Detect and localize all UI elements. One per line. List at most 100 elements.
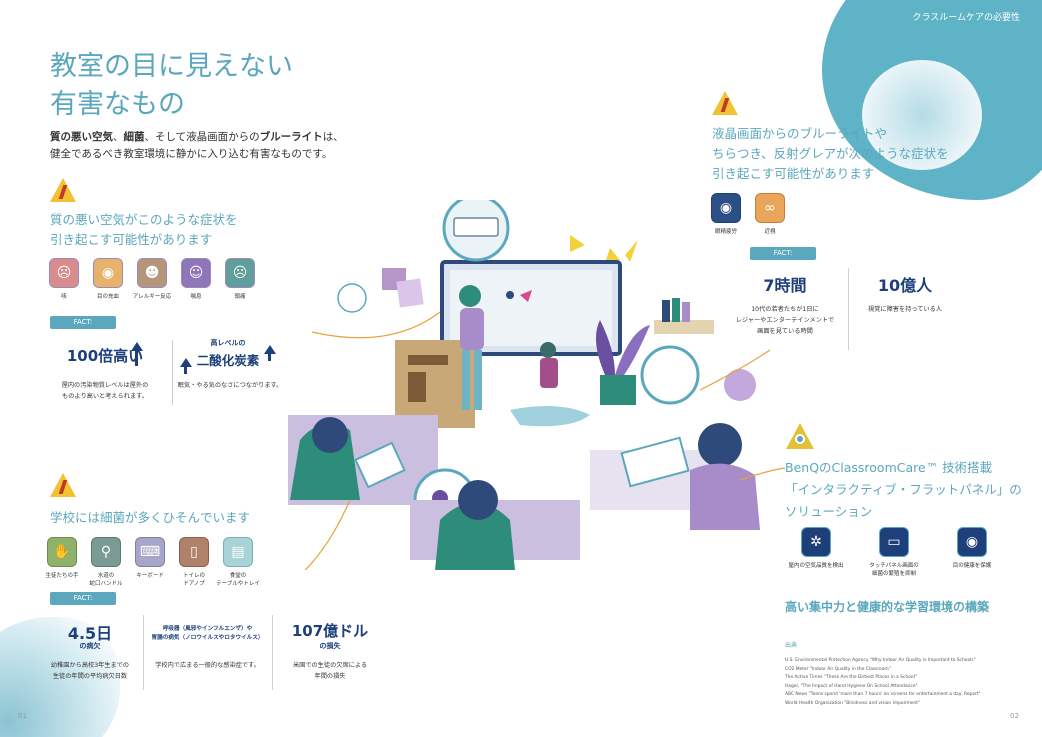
germ-location-faucet: ⚲ 水道の蛇口ハンドル: [84, 537, 128, 588]
symptom-label: 喘息: [190, 294, 202, 300]
source-item: CO2 Meter "Indoor Air Quality in the Cla…: [785, 666, 891, 672]
label-line: 生徒たちの手: [45, 573, 79, 579]
page-number-left: 01: [18, 712, 27, 720]
germs-stat-1-sub: の病欠: [79, 642, 101, 650]
air-stat-1-note: 屋内の汚染物質レベルは屋外の ものより高いと考えられます。: [45, 380, 165, 402]
air-symptom-row: ☹咳 ◉目の充血 ☻アレルギー反応 ☺喘息 ☹頭痛: [42, 258, 262, 301]
air-heading-line-2: 引き起こす可能性があります: [50, 232, 213, 247]
page-number-right: 02: [1010, 712, 1019, 720]
germs-stat-3-sub: の損失: [319, 642, 341, 650]
tray-icon: ▤: [223, 537, 253, 567]
intro-bold-air: 質の悪い空気: [50, 131, 113, 143]
intro-bold-bluelight: ブルーライト: [259, 131, 323, 143]
note-line: 10代の若者たちが1日に: [751, 306, 819, 313]
intro-text: 質の悪い空気、細菌、そして液晶画面からのブルーライトは、 健全であるべき教室環境…: [50, 129, 430, 163]
note-line: 屋内の汚染物質レベルは屋外の: [61, 382, 149, 389]
label-line: キーボード: [136, 573, 164, 579]
hand-icon: ✋: [47, 537, 77, 567]
label-line: 細菌の繁殖を抑制: [871, 571, 916, 577]
source-item: U.S. Environmental Protection Agency "Wh…: [785, 658, 976, 663]
note-line: 画面を見ている時間: [757, 328, 813, 335]
blue-heading-line: 液晶画面からのブルーライトや: [712, 126, 888, 141]
sources-list: U.S. Environmental Protection Agency "Wh…: [785, 657, 1015, 709]
germ-location-label: 食堂のテーブルやトレイ: [216, 572, 260, 588]
solution-line: 「インタラクティブ・フラットパネル」の: [785, 482, 1022, 497]
intro-sep-2: 、そして液晶画面からの: [144, 131, 260, 143]
germs-heading: 学校には細菌が多くひそんでいます: [50, 510, 251, 525]
symptom-label: 頭痛: [234, 294, 246, 300]
germs-stat-3-note: 米国での生徒の欠席による 年間の損失: [275, 660, 385, 682]
symptom-label: 咳: [61, 294, 67, 300]
germ-location-doorknob: ▯トイレのドアノブ: [172, 537, 216, 588]
germs-stat-1-value: 4.5日: [67, 624, 113, 643]
air-heading-line-1: 質の悪い空気がこのような症状を: [50, 212, 238, 227]
intro-sep-1: 、: [113, 131, 124, 143]
blue-heading-line: ちらつき、反射グレアが次のような症状を: [712, 146, 949, 161]
germ-location-tray: ▤ 食堂のテーブルやトレイ: [216, 537, 260, 588]
symptom-label: 目の充血: [96, 294, 119, 300]
red-eye-icon: ◉: [93, 258, 123, 288]
germ-location-label: 水道の蛇口ハンドル: [89, 572, 122, 588]
arrow-up-stem: [268, 353, 271, 361]
fact-label-germs: FACT:: [50, 592, 116, 605]
divider: [272, 615, 273, 690]
intro-bold-germs: 細菌: [123, 131, 145, 143]
feature-label: 屋内の空気品質を検出: [788, 562, 843, 570]
symptom-allergy: ☻アレルギー反応: [130, 258, 174, 301]
source-item: ABC News "Teens spend 'more than 7 hours…: [785, 692, 981, 698]
keyboard-icon: ⌨: [135, 537, 165, 567]
benq-logo-icon: [786, 423, 814, 449]
note-line: 年間の損失: [314, 673, 346, 680]
germ-location-label: キーボード: [136, 572, 164, 580]
label-line: トイレの: [182, 573, 205, 579]
fact-label-air: FACT:: [50, 316, 116, 329]
stat-line: 呼吸器（風邪やインフルエンザ）や: [162, 626, 253, 632]
air-heading: 質の悪い空気がこのような症状を 引き起こす可能性があります: [50, 210, 238, 250]
label-line: 目の健康を保護: [952, 563, 992, 569]
air-quality-icon: ✲: [801, 527, 831, 557]
blue-stat-1-value: 7時間: [763, 276, 807, 295]
antibacterial-icon: ▭: [879, 527, 909, 557]
intro-line-2: 健全であるべき教室環境に静かに入り込む有害なものです。: [50, 148, 333, 160]
solution-line: ソリューション: [785, 504, 873, 519]
note-line: ものより高いと考えられます。: [62, 393, 148, 400]
germs-stat-2-note: 学校内で広まる一般的な感染症です。: [155, 662, 260, 669]
blue-stat-2-note: 視覚に障害を持っている人: [868, 306, 942, 313]
title-line-1: 教室の目に見えない: [50, 51, 293, 82]
classroom-illustration: [288, 200, 786, 570]
symptom-cough: ☹咳: [42, 258, 86, 301]
symptom-eye-strain: ◉眼精疲労: [704, 193, 748, 236]
eye-care-icon: ◉: [957, 527, 987, 557]
divider: [848, 268, 849, 350]
note-line: 幼稚園から高校3年生までの: [50, 662, 130, 669]
arrow-up-icon: [131, 342, 143, 351]
divider: [172, 340, 173, 405]
feature-antibacterial: ▭ タッチパネル画面の細菌の繁殖を抑制: [852, 527, 936, 578]
symptom-myopia: ∞近視: [748, 193, 792, 236]
warning-icon: [50, 178, 76, 202]
stat-line: 胃腸の病気（ノロウイルスやロタウイルス）: [151, 635, 264, 641]
source-item: World Health Organization "Blindness and…: [785, 700, 921, 706]
label-line: 食堂の: [229, 573, 247, 579]
blue-stat-2-value: 10億人: [877, 276, 933, 295]
label-line: 屋内の空気品質を検出: [788, 563, 844, 569]
blue-heading-line: 引き起こす可能性があります: [712, 166, 875, 181]
title-line-2: 有害なもの: [50, 89, 185, 120]
solution-feature-row: ✲ 屋内の空気品質を検出 ▭ タッチパネル画面の細菌の繁殖を抑制 ◉ 目の健康を保護: [780, 527, 1008, 578]
arrow-up-icon: [264, 345, 276, 354]
fact-label-blue: FACT:: [750, 247, 816, 260]
divider: [143, 615, 144, 690]
symptom-label: アレルギー反応: [132, 294, 172, 300]
arrow-up-stem: [135, 350, 138, 366]
faucet-icon: ⚲: [91, 537, 121, 567]
germs-stat-2-title: 呼吸器（風邪やインフルエンザ）や 胃腸の病気（ノロウイルスやロタウイルス）: [145, 625, 270, 643]
air-stat-2-value: 二酸化炭素: [196, 353, 260, 368]
arrow-up-stem: [184, 366, 187, 374]
symptom-headache: ☹ 頭痛: [218, 258, 262, 301]
warning-icon: [712, 91, 738, 115]
note-line: 生徒の年間の平均病欠日数: [52, 673, 128, 680]
germs-location-row: ✋ 生徒たちの手 ⚲ 水道の蛇口ハンドル ⌨ キーボード ▯トイレのドアノブ ▤ 食堂の…: [40, 537, 260, 588]
label-line: タッチパネル画面の: [869, 563, 919, 569]
headache-icon: ☹: [225, 258, 255, 288]
eye-strain-icon: ◉: [711, 193, 741, 223]
